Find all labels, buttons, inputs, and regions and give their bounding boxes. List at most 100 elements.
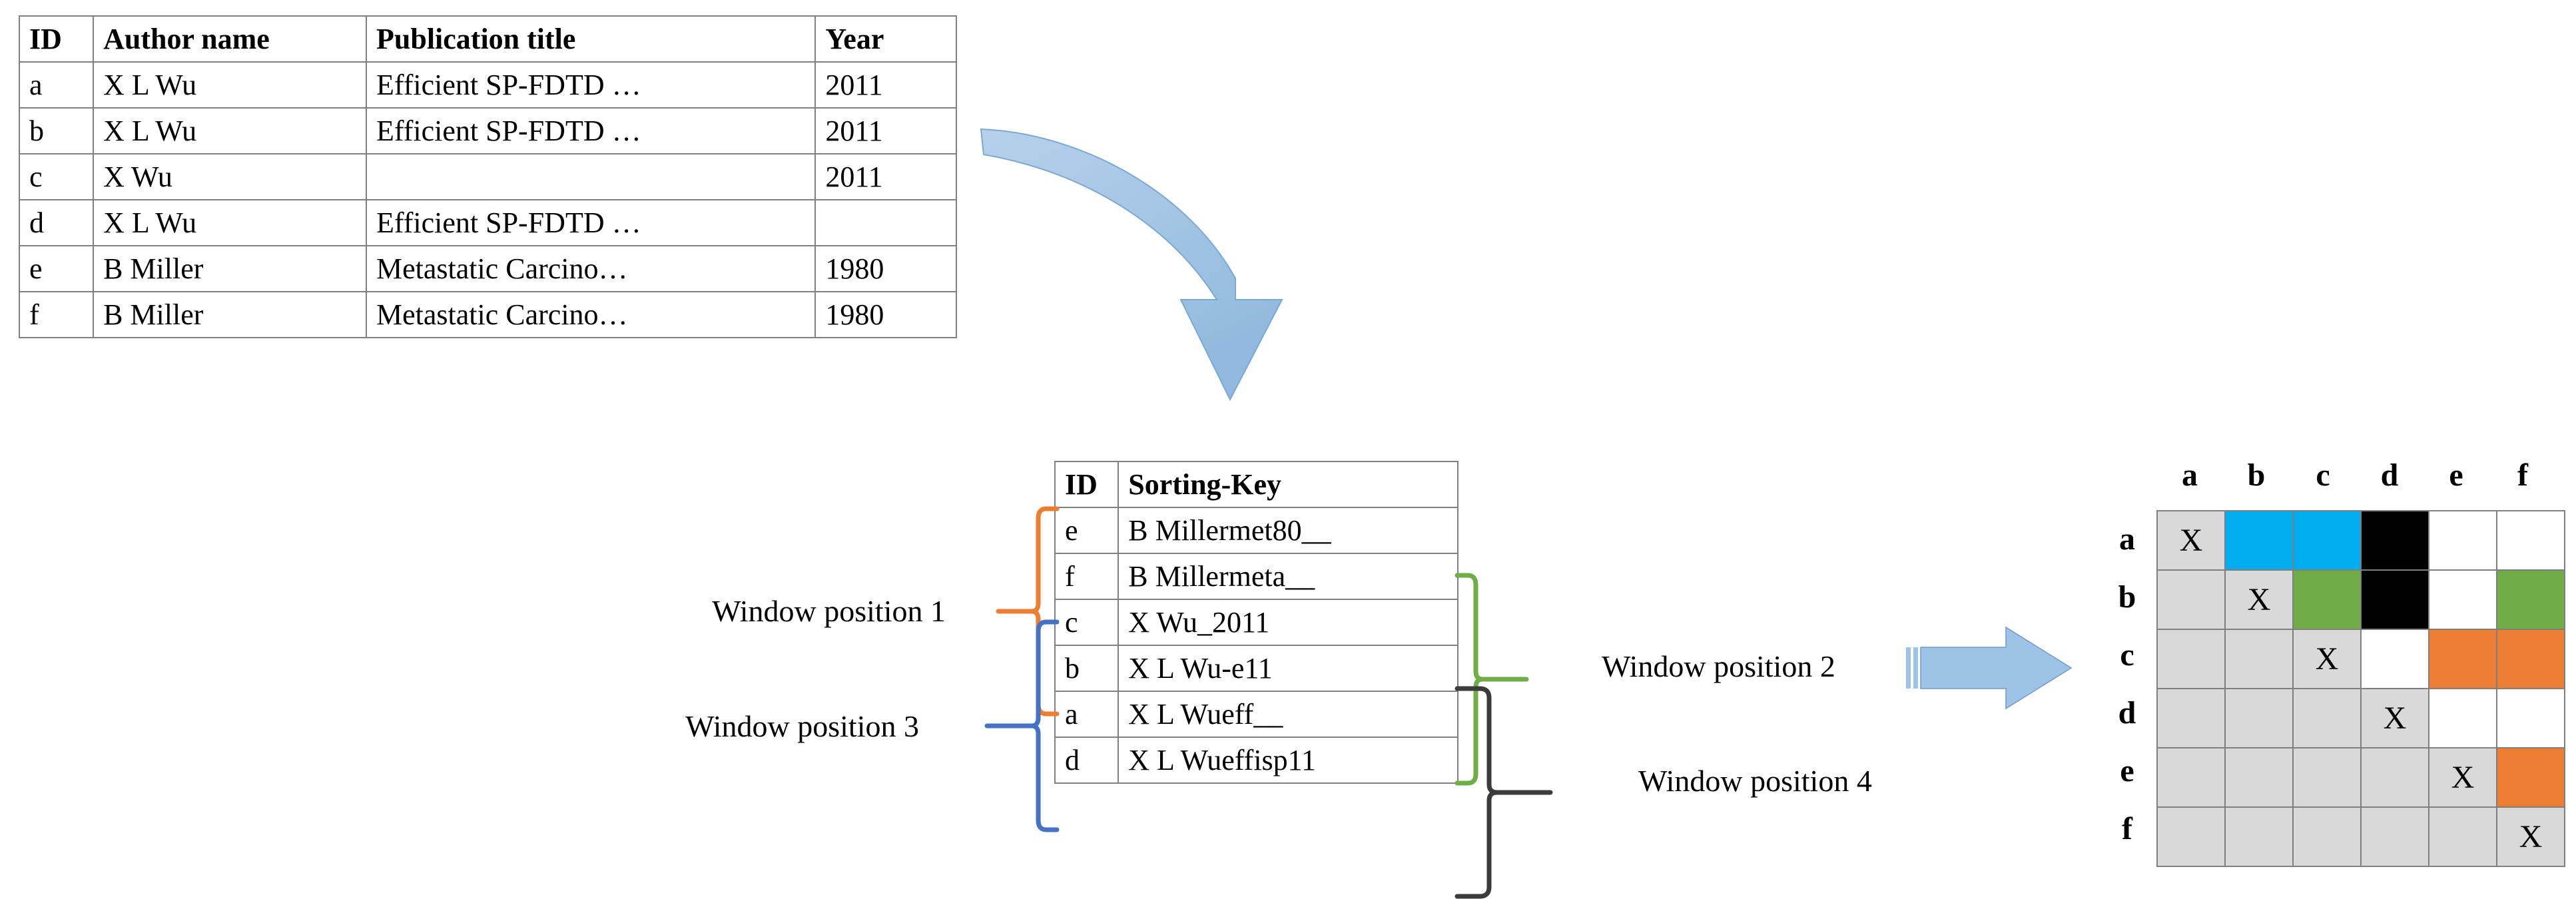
table-row: f B Millermeta__: [1054, 553, 1458, 600]
cell-id: f: [18, 291, 95, 338]
window-bracket-3: [984, 619, 1060, 832]
matrix-cell[interactable]: [2428, 569, 2497, 630]
window-position-1-label: Window position 1: [712, 594, 946, 628]
matrix-row: X: [2156, 569, 2565, 630]
cell-title: Efficient SP-FDTD …: [365, 107, 816, 154]
cell-id: e: [18, 245, 95, 292]
matrix-cell[interactable]: [2292, 688, 2362, 749]
source-records-table: ID Author name Publication title Year a …: [18, 15, 957, 338]
cell-id: a: [18, 61, 95, 109]
column-header-author: Author name: [93, 15, 367, 63]
cell-key: X Wu_2011: [1118, 599, 1458, 646]
cell-author: X Wu: [93, 153, 367, 200]
matrix-cell[interactable]: [2496, 569, 2565, 630]
matrix-cell[interactable]: [2156, 569, 2226, 630]
table-row: a X L Wueff__: [1054, 691, 1458, 738]
matrix-cell[interactable]: [2496, 688, 2565, 749]
matrix-cell[interactable]: X: [2428, 747, 2497, 808]
matrix-cell[interactable]: [2156, 806, 2226, 867]
cell-id: b: [18, 107, 95, 154]
matrix-col-header-c: c: [2316, 457, 2330, 493]
matrix-cell[interactable]: [2156, 747, 2226, 808]
cell-title: Metastatic Carcino…: [365, 245, 816, 292]
matrix-row-header-e: e: [2120, 752, 2134, 788]
table-row: b X L Wu-e11: [1054, 645, 1458, 692]
matrix-cell[interactable]: X: [2360, 688, 2429, 749]
cell-year: [814, 199, 957, 246]
matrix-cell[interactable]: [2292, 510, 2362, 571]
cell-author: X L Wu: [93, 61, 367, 109]
window-position-2-label: Window position 2: [1602, 649, 1835, 683]
matrix-cell[interactable]: [2360, 569, 2429, 630]
matrix-col-header-b: b: [2247, 457, 2266, 493]
cell-year: 2011: [814, 153, 957, 200]
matrix-cell[interactable]: [2360, 510, 2429, 571]
table-row: a X L Wu Efficient SP-FDTD … 2011: [18, 61, 957, 109]
cell-id: d: [18, 199, 95, 246]
cell-id: c: [1054, 599, 1120, 646]
cell-year: 1980: [814, 291, 957, 338]
matrix-row: X: [2156, 629, 2565, 689]
matrix-cell[interactable]: [2224, 806, 2294, 867]
table-row: e B Millermet80__: [1054, 507, 1458, 554]
cell-id: d: [1054, 737, 1120, 784]
table-row: c X Wu 2011: [18, 153, 957, 200]
table-header-row: ID Sorting-Key: [1054, 461, 1458, 508]
matrix-row-header-c: c: [2120, 637, 2134, 673]
table-row: f B Miller Metastatic Carcino… 1980: [18, 291, 957, 338]
matrix-grid: X X X: [2156, 510, 2565, 867]
matrix-cell[interactable]: [2496, 747, 2565, 808]
window-position-4-label: Window position 4: [1638, 764, 1872, 798]
window-bracket-2: [1454, 573, 1529, 786]
matrix-cell[interactable]: [2360, 629, 2429, 689]
matrix-cell[interactable]: [2292, 569, 2362, 630]
cell-year: 2011: [814, 107, 957, 154]
table-row: d X L Wu Efficient SP-FDTD …: [18, 199, 957, 246]
matrix-cell[interactable]: X: [2156, 510, 2226, 571]
matrix-cell[interactable]: [2292, 806, 2362, 867]
matrix-row-header-d: d: [2118, 695, 2136, 731]
cell-key: X L Wueffisp11: [1118, 737, 1458, 784]
cell-title: Metastatic Carcino…: [365, 291, 816, 338]
table-row: e B Miller Metastatic Carcino… 1980: [18, 245, 957, 292]
matrix-cell[interactable]: [2224, 688, 2294, 749]
matrix-cell[interactable]: X: [2496, 806, 2565, 867]
matrix-row: X: [2156, 510, 2565, 571]
matrix-cell[interactable]: [2156, 629, 2226, 689]
matrix-row: X: [2156, 806, 2565, 867]
column-header-id: ID: [18, 15, 95, 63]
matrix-cell[interactable]: [2224, 747, 2294, 808]
cell-title: Efficient SP-FDTD …: [365, 199, 816, 246]
matrix-cell[interactable]: [2360, 747, 2429, 808]
comparison-matrix: a b c d e f a b c d e f X: [2101, 457, 2567, 867]
matrix-col-header-f: f: [2517, 457, 2528, 493]
table-header-row: ID Author name Publication title Year: [18, 15, 957, 63]
matrix-cell[interactable]: [2224, 510, 2294, 571]
cell-key: X L Wu-e11: [1118, 645, 1458, 692]
matrix-cell[interactable]: [2428, 629, 2497, 689]
matrix-cell[interactable]: [2496, 510, 2565, 571]
matrix-cell[interactable]: [2156, 688, 2226, 749]
matrix-cell[interactable]: [2360, 806, 2429, 867]
cell-year: 2011: [814, 61, 957, 109]
column-header-sorting-key: Sorting-Key: [1118, 461, 1458, 508]
matrix-cell[interactable]: X: [2224, 569, 2294, 630]
matrix-cell[interactable]: [2292, 747, 2362, 808]
table-row: b X L Wu Efficient SP-FDTD … 2011: [18, 107, 957, 154]
matrix-cell[interactable]: [2428, 688, 2497, 749]
straight-compare-arrow: [1906, 626, 2073, 710]
column-header-year: Year: [814, 15, 957, 63]
cell-key: X L Wueff__: [1118, 691, 1458, 738]
matrix-cell[interactable]: [2428, 510, 2497, 571]
cell-author: B Miller: [93, 291, 367, 338]
cell-title: [365, 153, 816, 200]
matrix-row: X: [2156, 747, 2565, 808]
matrix-cell[interactable]: X: [2292, 629, 2362, 689]
matrix-row-headers: a b c d e f: [2101, 510, 2153, 857]
cell-id: e: [1054, 507, 1120, 554]
matrix-cell[interactable]: [2496, 629, 2565, 689]
matrix-cell[interactable]: [2428, 806, 2497, 867]
matrix-cell[interactable]: [2224, 629, 2294, 689]
table-row: d X L Wueffisp11: [1054, 737, 1458, 784]
